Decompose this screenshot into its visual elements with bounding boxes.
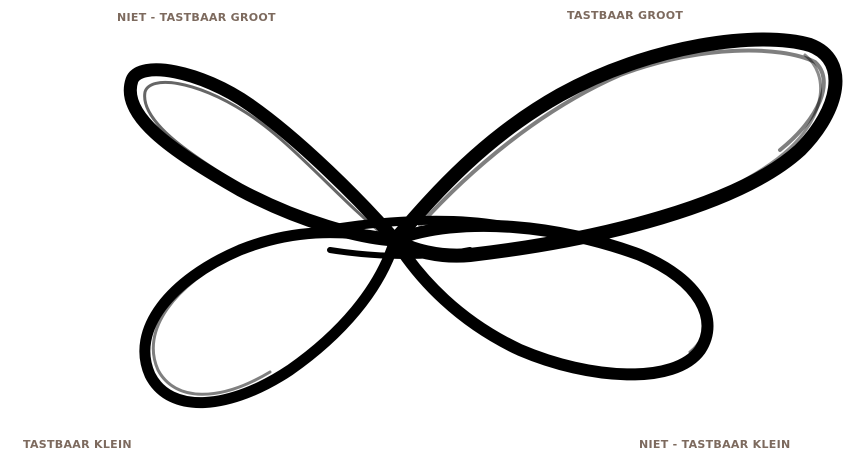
loop-upper-right-texture bbox=[420, 51, 824, 225]
brush-stroke-loops bbox=[130, 39, 835, 402]
loop-lower-left-texture bbox=[153, 255, 270, 394]
loop-lower-left bbox=[145, 233, 395, 403]
loop-upper-left bbox=[130, 70, 395, 240]
